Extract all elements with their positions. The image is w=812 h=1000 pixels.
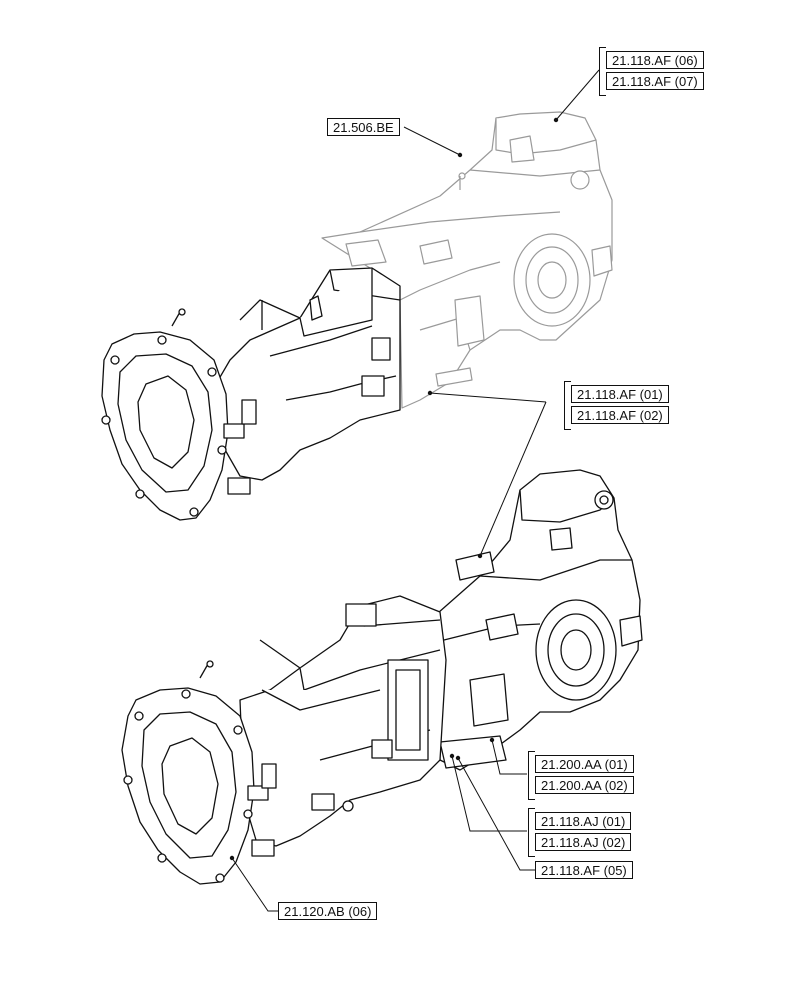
ref-label-21-118-af-05[interactable]: 21.118.AF (05)	[535, 861, 633, 879]
ref-label-21-118-aj-02[interactable]: 21.118.AJ (02)	[535, 833, 632, 851]
leader-21-118-aj	[451, 755, 527, 832]
bracket-21-118-aj	[528, 808, 535, 857]
bottom-front-housing	[121, 595, 447, 885]
leader-21-120-ab-06	[231, 857, 278, 912]
bracket-21-118-af-06-07	[599, 47, 606, 96]
bottom-rear-housing	[429, 469, 643, 771]
ref-label-21-118-af-01[interactable]: 21.118.AF (01)	[571, 385, 669, 403]
ref-label-21-120-ab-06[interactable]: 21.120.AB (06)	[278, 902, 378, 920]
leader-21-506-be	[403, 126, 461, 156]
bracket-21-200-aa	[528, 751, 535, 800]
leader-dots	[229, 117, 559, 861]
bracket-21-118-af-01-02	[564, 381, 571, 430]
ref-label-21-118-af-07[interactable]: 21.118.AF (07)	[606, 72, 704, 90]
leader-21-118-af-05	[457, 757, 536, 871]
ref-label-21-200-aa-02[interactable]: 21.200.AA (02)	[535, 776, 634, 794]
leader-21-118-af-01-02-top	[429, 392, 547, 403]
ref-label-21-200-aa-01[interactable]: 21.200.AA (01)	[535, 755, 634, 773]
ref-label-21-118-aj-01[interactable]: 21.118.AJ (01)	[535, 812, 632, 830]
ref-label-21-118-af-06[interactable]: 21.118.AF (06)	[606, 51, 704, 69]
leader-21-118-af-06-07	[555, 69, 600, 121]
leader-21-200-aa	[491, 739, 527, 775]
ref-label-21-506-be[interactable]: 21.506.BE	[327, 118, 400, 136]
top-front-housing	[101, 267, 401, 521]
leader-lines	[231, 69, 600, 912]
top-rear-housing-ghost	[321, 111, 613, 409]
leader-21-118-af-01-02-bottom	[479, 401, 547, 557]
ref-label-21-118-af-02[interactable]: 21.118.AF (02)	[571, 406, 669, 424]
